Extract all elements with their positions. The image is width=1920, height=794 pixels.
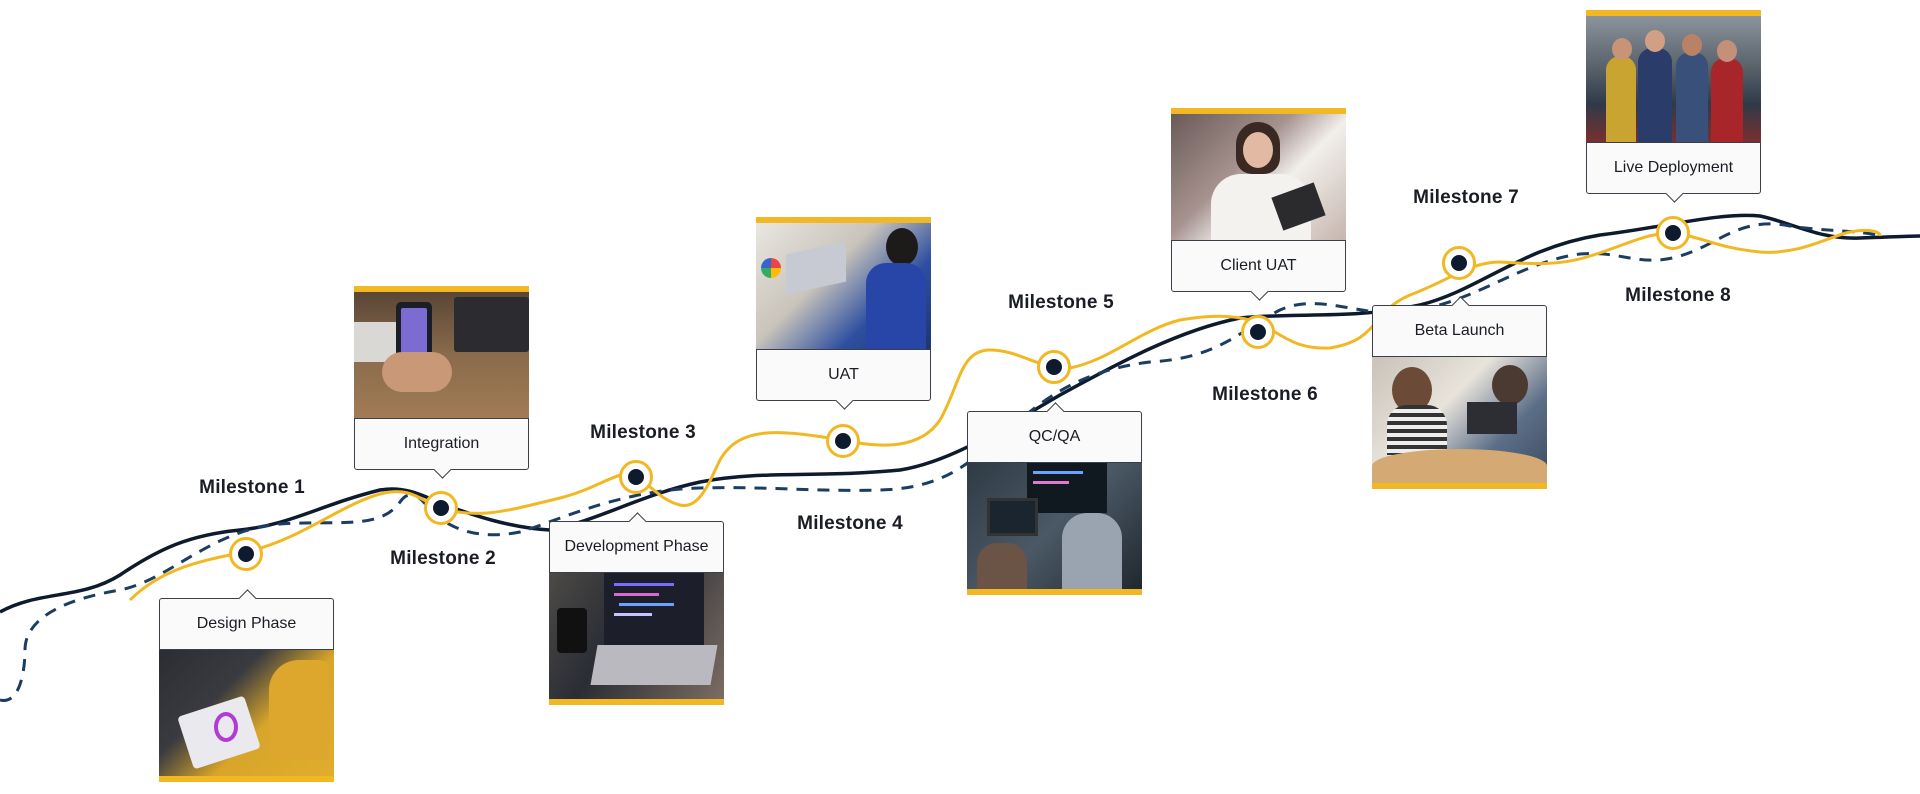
marker-dot-icon	[835, 433, 851, 449]
card-accent-bar	[1586, 10, 1761, 16]
card-uat[interactable]: UAT	[756, 217, 931, 401]
photo-laptop-with-code	[549, 573, 724, 699]
milestone-1-label: Milestone 1	[199, 477, 305, 498]
milestone-6-marker[interactable]	[1241, 315, 1275, 349]
photo-team-around-laptop	[1372, 357, 1547, 483]
marker-dot-icon	[1451, 255, 1467, 271]
milestone-6-label: Milestone 6	[1212, 384, 1318, 405]
milestone-5-label: Milestone 5	[1008, 292, 1114, 313]
card-caption: Live Deployment	[1586, 142, 1761, 194]
card-integration[interactable]: Integration	[354, 286, 529, 470]
card-caption: Beta Launch	[1372, 305, 1547, 357]
milestone-4-label: Milestone 4	[797, 513, 903, 534]
milestone-2-label: Milestone 2	[390, 548, 496, 569]
card-qc-qa[interactable]: QC/QA	[967, 411, 1142, 595]
card-accent-bar	[159, 776, 334, 782]
card-accent-bar	[756, 217, 931, 223]
marker-dot-icon	[1250, 324, 1266, 340]
milestone-2-marker[interactable]	[424, 491, 458, 525]
road-dashed-path	[0, 222, 1881, 702]
card-caption: Client UAT	[1171, 240, 1346, 292]
milestone-3-label: Milestone 3	[590, 422, 696, 443]
photo-woman-at-laptop-desk	[756, 223, 931, 349]
card-client-uat[interactable]: Client UAT	[1171, 108, 1346, 292]
card-caption: QC/QA	[967, 411, 1142, 463]
card-accent-bar	[354, 286, 529, 292]
milestone-8-marker[interactable]	[1656, 216, 1690, 250]
photo-smiling-woman-with-laptop	[1171, 114, 1346, 240]
milestone-7-marker[interactable]	[1442, 246, 1476, 280]
marker-dot-icon	[433, 500, 449, 516]
marker-dot-icon	[628, 469, 644, 485]
card-live-deployment[interactable]: Live Deployment	[1586, 10, 1761, 194]
card-caption: Integration	[354, 418, 529, 470]
marker-dot-icon	[1665, 225, 1681, 241]
card-caption: UAT	[756, 349, 931, 401]
photo-team-reviewing-code	[967, 463, 1142, 589]
card-design-phase[interactable]: Design Phase	[159, 598, 334, 782]
milestone-8-label: Milestone 8	[1625, 285, 1731, 306]
card-accent-bar	[1372, 483, 1547, 489]
photo-hands-holding-phone	[354, 292, 529, 418]
milestone-3-marker[interactable]	[619, 460, 653, 494]
road-yellow-path	[128, 228, 1882, 602]
road-solid-path	[0, 213, 1920, 614]
card-development-phase[interactable]: Development Phase	[549, 521, 724, 705]
milestone-5-marker[interactable]	[1037, 350, 1071, 384]
photo-woman-drawing-on-tablet	[159, 650, 334, 776]
milestone-4-marker[interactable]	[826, 424, 860, 458]
marker-dot-icon	[1046, 359, 1062, 375]
photo-team-thumbs-up	[1586, 16, 1761, 142]
card-caption: Design Phase	[159, 598, 334, 650]
card-beta-launch[interactable]: Beta Launch	[1372, 305, 1547, 489]
card-accent-bar	[967, 589, 1142, 595]
marker-dot-icon	[238, 546, 254, 562]
card-accent-bar	[549, 699, 724, 705]
card-accent-bar	[1171, 108, 1346, 114]
milestone-1-marker[interactable]	[229, 537, 263, 571]
card-caption: Development Phase	[549, 521, 724, 573]
milestone-7-label: Milestone 7	[1413, 187, 1519, 208]
